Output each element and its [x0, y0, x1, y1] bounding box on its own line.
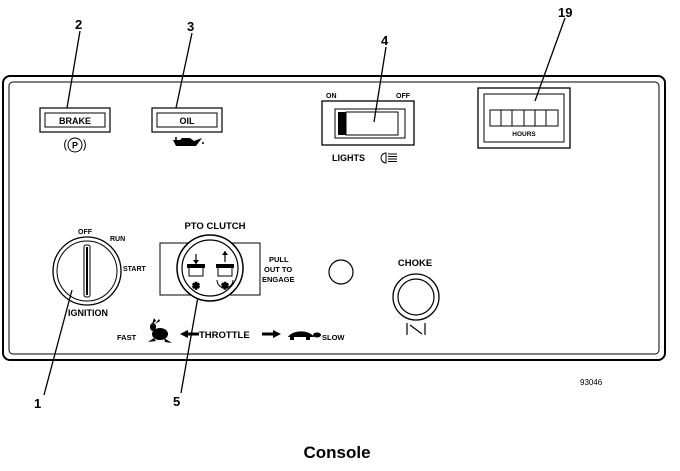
headlight-icon	[380, 152, 397, 164]
parking-brake-icon: P	[64, 137, 86, 153]
throttle[interactable]: FAST THROTTLE SLOW	[117, 318, 345, 343]
parking-brake-symbol: P	[72, 141, 78, 151]
ignition-off-label: OFF	[78, 229, 93, 236]
callout-numbers: 2 3 4 19 1 5	[34, 5, 572, 411]
choke-symbol-icon	[406, 323, 426, 335]
arrow-right-icon	[262, 330, 281, 338]
hour-meter: HOURS	[477, 87, 571, 149]
svg-text:✱: ✱	[221, 281, 229, 291]
oil-label: OIL	[180, 116, 196, 126]
figure-caption: Console	[303, 443, 370, 462]
choke-label: CHOKE	[398, 258, 432, 269]
arrow-left-icon	[180, 330, 199, 338]
brake-label: BRAKE	[59, 116, 91, 126]
callout-4: 4	[381, 33, 389, 48]
pto-pull-label: PULL	[269, 255, 289, 264]
clutch-engage-icon: ✱	[216, 251, 234, 292]
pto-clutch[interactable]: PTO CLUTCH ✱ ✱ PULL OUT TO ENGAGE	[159, 221, 295, 302]
svg-text:✱: ✱	[192, 281, 200, 291]
hour-digits	[500, 110, 547, 126]
lights-on-label: ON	[326, 93, 337, 100]
lights-switch[interactable]: ON OFF LIGHTS	[321, 93, 415, 164]
pto-out-to-label: OUT TO	[264, 265, 292, 274]
oil-can-icon	[173, 137, 204, 146]
callout-19: 19	[558, 5, 572, 20]
pto-engage-label: ENGAGE	[262, 275, 295, 284]
lights-label: LIGHTS	[332, 153, 365, 163]
callout-1: 1	[34, 396, 41, 411]
throttle-label: THROTTLE	[199, 330, 250, 341]
callout-3: 3	[187, 19, 194, 34]
ignition-switch[interactable]: OFF RUN START IGNITION	[52, 229, 147, 318]
figure-number: 93046	[580, 378, 603, 387]
pto-title: PTO CLUTCH	[184, 221, 245, 232]
turtle-icon	[288, 331, 321, 340]
clutch-disengage-icon: ✱	[187, 254, 205, 292]
choke-knob[interactable]: CHOKE	[392, 258, 440, 335]
console-panel	[2, 75, 666, 361]
hours-label: HOURS	[512, 131, 536, 138]
callout-2: 2	[75, 17, 82, 32]
lights-off-label: OFF	[396, 93, 411, 100]
blank-plug	[328, 259, 354, 285]
ignition-start-label: START	[123, 266, 147, 273]
ignition-run-label: RUN	[110, 236, 125, 243]
ignition-label: IGNITION	[68, 308, 108, 318]
brake-indicator: BRAKE P	[39, 107, 111, 153]
throttle-fast-label: FAST	[117, 333, 137, 342]
oil-indicator: OIL	[151, 107, 223, 146]
throttle-slow-label: SLOW	[322, 333, 345, 342]
callout-5: 5	[173, 394, 180, 409]
rabbit-icon	[148, 318, 172, 343]
